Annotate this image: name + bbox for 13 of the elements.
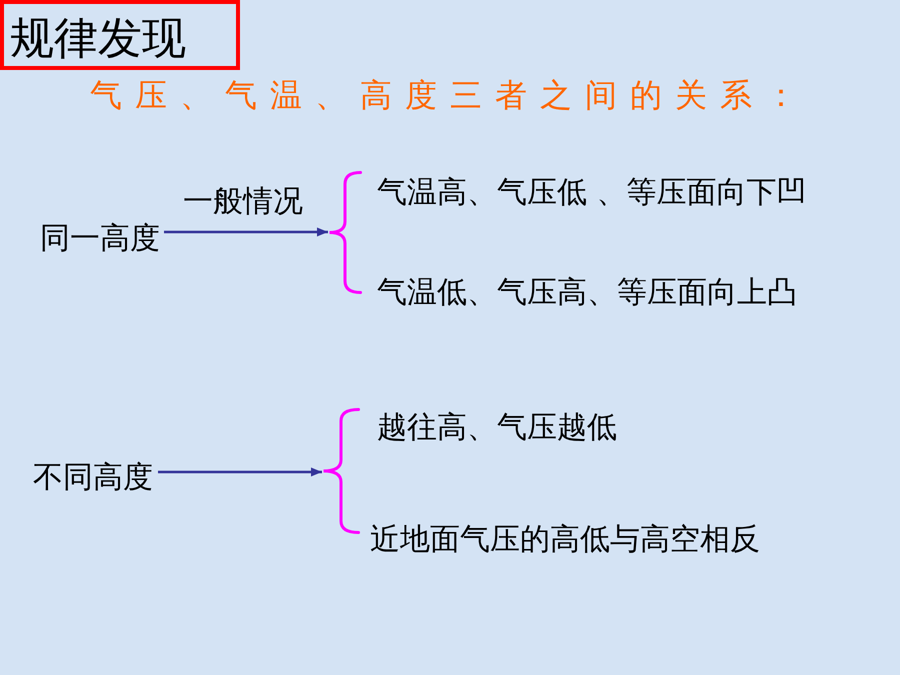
edge-label: 一般情况 [183,186,303,218]
title-text: 气压、气温、高度三者之间的关系： [90,76,810,114]
curly-brace [322,408,360,534]
arrow [164,228,328,236]
statement-text: 近地面气压的高低与高空相反 [370,524,760,556]
header-box: 规律发现 [0,0,240,70]
statement-text: 越往高、气压越低 [377,412,617,444]
statement-text: 气温低、气压高、等压面向上凸 [377,277,797,309]
arrow [158,468,322,476]
category-label: 不同高度 [33,462,153,494]
category-label: 同一高度 [40,223,160,255]
curly-brace [328,171,362,294]
statement-text: 气温高、气压低 、等压面向下凹 [377,177,807,209]
